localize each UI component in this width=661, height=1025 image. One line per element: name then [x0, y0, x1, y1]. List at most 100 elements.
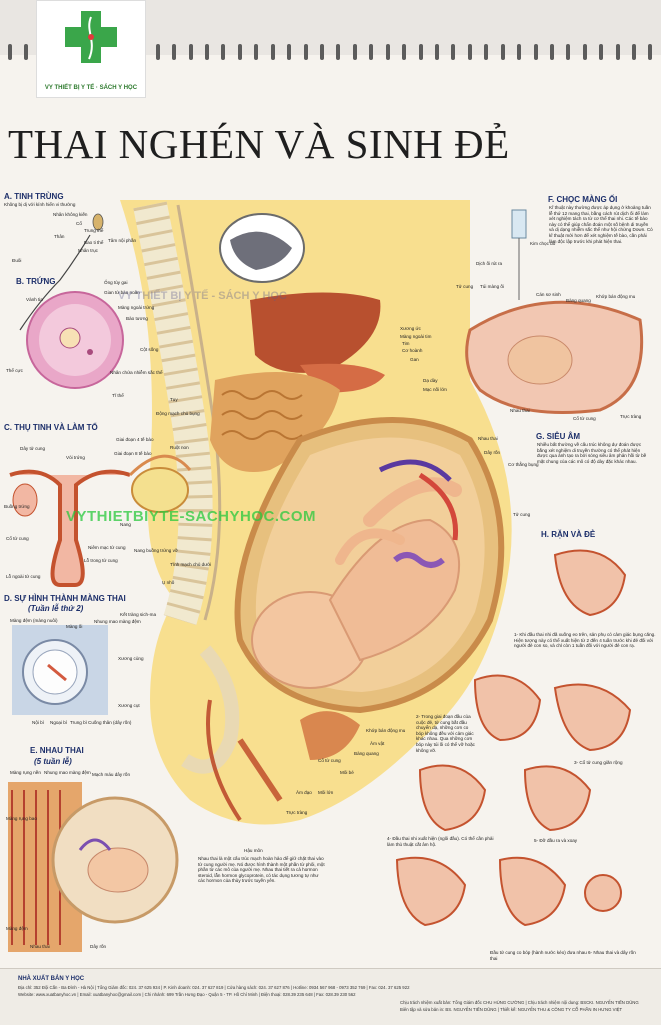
footer-right-2: Biên tập và sửa bản in: BS. NGUYỄN TIẾN … — [400, 1007, 623, 1012]
label-f-0: Kim chọc dò — [530, 241, 556, 246]
label-main-27: Ụ nhô — [162, 580, 175, 585]
umbilical-cord — [393, 552, 445, 568]
label-b-8: Tĩ thể — [112, 393, 124, 398]
label-main-8: Động mạch chủ bụng — [156, 411, 200, 416]
label-main-18: Hậu môn — [244, 848, 263, 853]
label-main-1: Màng ngoài tim — [400, 334, 432, 339]
membrane-diagram — [12, 625, 108, 715]
label-b-3: Màng ngoài trứng — [118, 305, 155, 310]
label-d-5: Trung bì — [70, 720, 87, 725]
label-main-13: Tử cung — [513, 512, 531, 517]
label-f-5: Bàng quang — [566, 298, 591, 303]
label-c-6: Lỗ ngoài tử cung — [6, 574, 41, 579]
label-e-1: Nhung mao màng đệm — [44, 770, 91, 775]
label-e-6: Dây rốn — [90, 944, 107, 949]
text-birth-1: 1- Khi đầu thai nhi đã xuống eo trên, sả… — [514, 632, 656, 649]
section-e-subtitle: (5 tuần lễ) — [34, 757, 72, 766]
label-main-0: Xương ức — [400, 326, 421, 331]
label-a-5: Bao ti thể — [84, 240, 104, 245]
text-amniocentesis: Kĩ thuật này thường được áp dụng ở khoản… — [549, 205, 653, 244]
label-c-10: Lỗ trong tử cung — [84, 558, 118, 563]
section-a-heading: A. TINH TRÙNG — [4, 192, 64, 201]
label-main-21: Âm vật — [370, 741, 385, 746]
label-c-2: Buồng trứng — [4, 504, 30, 509]
watermark-green: VYTHIETBIYTE-SACHYHOC.COM — [66, 508, 317, 525]
section-h-heading: H. RẶN VÀ ĐẺ — [541, 530, 596, 539]
label-main-25: Bàng quang — [354, 751, 379, 756]
text-birth-5: 5- Đỡ đầu ra và xoay — [534, 838, 578, 843]
fetus-arm — [335, 528, 405, 565]
label-main-14: Kết tràng sich-ma — [120, 612, 156, 617]
label-f-1: Dịch ối rút ra — [476, 261, 503, 266]
label-d-0: Màng đệm (màng nuôi) — [10, 618, 58, 623]
fertilization-diagram — [9, 454, 192, 587]
text-ultrasound: Nhiều bất thường về cấu trúc không dự đo… — [537, 442, 647, 464]
label-c-1: Vòi trứng — [66, 455, 85, 460]
label-main-4: Gan — [410, 357, 419, 362]
label-b-5: Cột sống — [140, 347, 159, 352]
text-birth-2: 2- Trong giai đoạn đầu của cuộc đẻ, tử c… — [416, 714, 475, 753]
liver — [250, 292, 381, 373]
label-main-16: Xương cụt — [118, 703, 140, 708]
label-b-2: Gian tử bào noãn — [104, 290, 140, 295]
label-e-4: Màng đệm — [6, 926, 28, 931]
label-c-4: Giai đoạn 8 tế bào — [114, 451, 152, 456]
label-main-11: Dây rốn — [484, 450, 501, 455]
label-a-3: Trung thể — [84, 228, 104, 233]
label-b-6: Thể cực — [6, 368, 23, 373]
label-a-7: Tâm nội phần — [108, 238, 137, 243]
placenta-vessels — [418, 472, 459, 541]
label-main-2: Tim — [402, 341, 410, 346]
birth-canal — [237, 738, 283, 802]
section-g-heading: G. SIÊU ÂM — [536, 432, 581, 441]
small-intestine — [210, 372, 340, 472]
label-a-1: Nhân không kiến — [53, 212, 88, 217]
label-c-7: Niêm mạc tử cung — [88, 545, 126, 550]
label-a-0: Không bị dị với kính hiển vi thường — [4, 202, 76, 207]
label-main-3: Cơ hoành — [402, 348, 423, 353]
label-f-8: Cổ tử cung — [573, 416, 596, 421]
label-e-0: Màng rụng nền — [10, 770, 41, 775]
label-f-6: Khớp bán động mu — [596, 294, 636, 299]
footer-right-1: Chịu trách nhiệm xuất bản: Tổng Giám đốc… — [400, 1000, 639, 1005]
label-c-5: Cổ tử cung — [6, 536, 29, 541]
label-b-7: Nhân chứa nhiễm sắc thể — [110, 370, 163, 375]
section-c-heading: C. THỤ TINH VÀ LÀM TỔ — [4, 423, 98, 432]
logo-text: VY THIẾT BỊ Y TẾ · SÁCH Y HỌC — [44, 85, 138, 91]
section-e-heading: E. NHAU THAI — [30, 746, 84, 755]
label-main-9: Ruột non — [170, 445, 189, 450]
label-b-0: Vành tia — [26, 297, 43, 302]
label-d-1: Màng ối — [66, 624, 83, 629]
sacrum — [181, 645, 240, 774]
footer-line-2: Website: www.xuatbanyhoc.vn | Email: xua… — [18, 992, 356, 997]
label-main-19: Âm đạo — [296, 790, 312, 795]
egg-diagram — [26, 291, 124, 389]
label-main-17: Trực tràng — [286, 810, 308, 815]
label-b-1: Ống tủy gai — [104, 280, 128, 285]
label-main-10: Nhau thai — [478, 436, 498, 441]
vertebrae — [133, 201, 213, 626]
lung-section — [230, 231, 292, 270]
label-main-5: Dạ dày — [423, 378, 438, 383]
birth-stages-diagram — [395, 549, 632, 927]
label-a-6: Nhân trục — [78, 248, 98, 253]
label-a-4: Thân — [54, 234, 65, 239]
section-d-heading: D. SỰ HÌNH THÀNH MÀNG THAI — [4, 594, 126, 603]
logo: VY THIẾT BỊ Y TẾ · SÁCH Y HỌC — [36, 0, 146, 98]
label-main-22: Môi bé — [340, 770, 354, 775]
label-main-6: Mạc nối lớn — [423, 387, 447, 392]
label-d-4: Ngoại bì — [50, 720, 68, 725]
text-birth-4: 4- Đầu thai nhi xuất hiện (ngôi đầu). Có… — [387, 836, 494, 847]
label-main-15: Xương cùng — [118, 656, 144, 661]
label-f-7: Nhau thai — [510, 408, 530, 413]
sperm-diagram — [19, 213, 104, 331]
poster-title: THAI NGHÉN VÀ SINH ĐẺ — [8, 121, 510, 167]
label-f-9: Trực tràng — [620, 414, 642, 419]
publisher-name: NHÀ XUẤT BẢN Y HỌC — [18, 976, 85, 982]
label-c-8: Nang — [120, 522, 131, 527]
logo-cross-icon — [65, 11, 117, 63]
label-e-5: Nhau thai — [30, 944, 50, 949]
label-b-4: Bào tương — [126, 316, 148, 321]
label-main-23: Môi lớn — [318, 790, 334, 795]
